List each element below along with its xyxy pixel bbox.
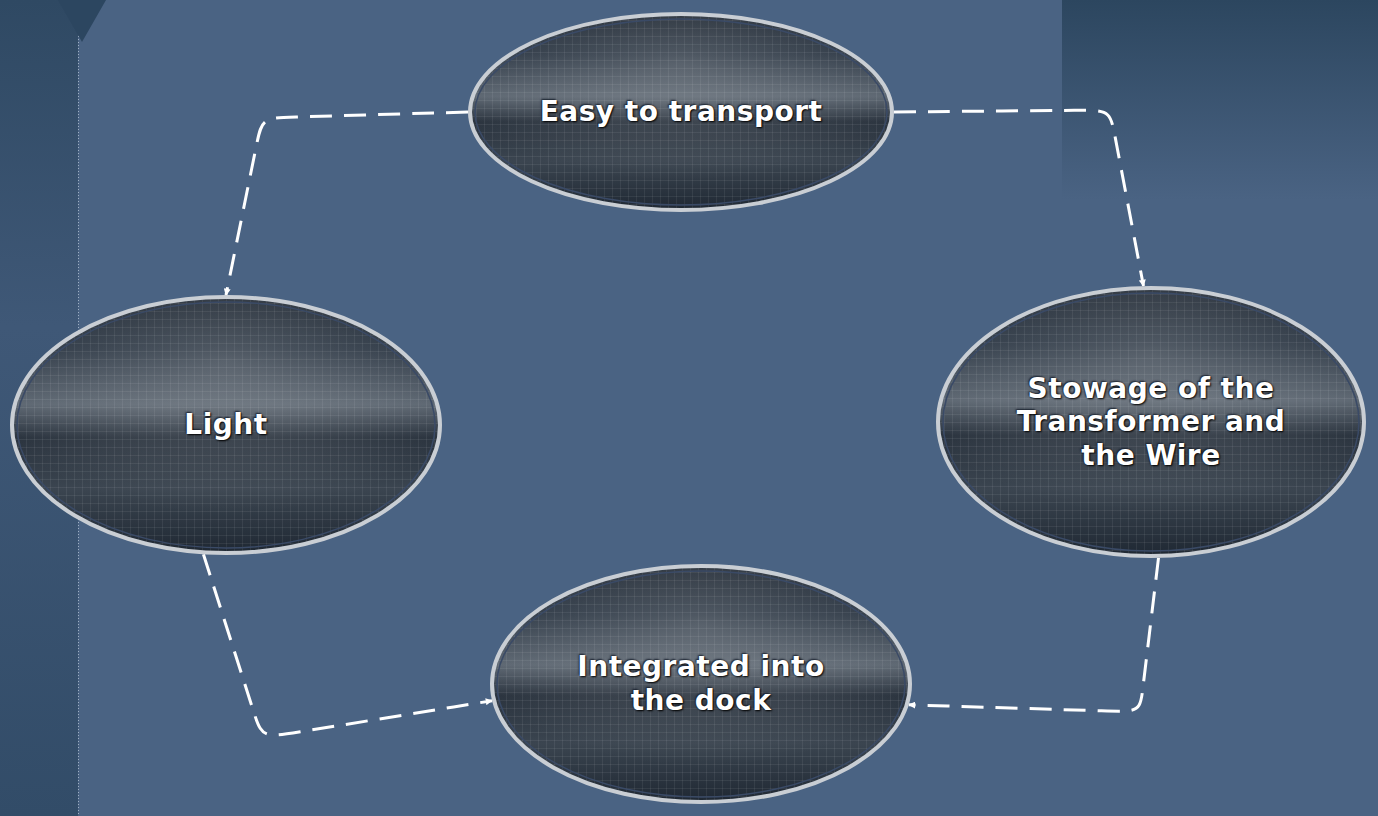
dashed-arrow [894,110,1143,286]
node-label: Stowage of the Transformer and the Wire [1001,372,1301,473]
ellipse-node: Easy to transport [468,12,894,212]
corner-triangle [58,0,106,42]
ellipse-node: Light [10,295,442,555]
dashed-arrow [226,112,468,295]
node-label: Easy to transport [540,95,823,129]
dashed-arrow [203,554,492,735]
ellipse-node: Integrated into the dock [490,564,912,804]
ellipse-node: Stowage of the Transformer and the Wire [936,286,1366,558]
corner-panel [1062,0,1378,200]
node-label: Light [184,408,267,442]
node-label: Integrated into the dock [551,650,851,717]
dashed-arrow [909,558,1159,711]
